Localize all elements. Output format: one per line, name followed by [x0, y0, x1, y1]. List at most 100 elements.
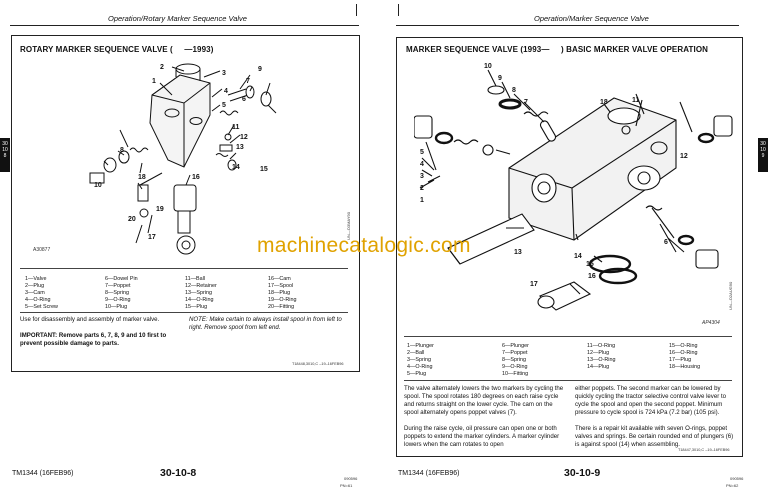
legend-item: 3—Spring	[407, 357, 431, 363]
callout-12: 12	[240, 134, 248, 141]
callout-20: 20	[128, 216, 136, 223]
section-tab-text: 30 10 8	[2, 141, 8, 159]
legend-item: 9—O-Ring	[502, 364, 528, 370]
callout-17: 17	[148, 234, 156, 241]
left-page: Operation/Rotary Marker Sequence Valve 3…	[0, 4, 360, 488]
section-tab: 30 10 8	[0, 138, 10, 172]
callout-13: 13	[514, 249, 522, 256]
legend-item: 14—O-Ring	[185, 297, 214, 303]
repair-kit-paragraph: There is a repair kit available with sev…	[575, 425, 734, 448]
legend-column: 1—Plunger 2—Ball 3—Spring 4—O-Ring 5—Plu…	[407, 343, 434, 378]
section-title: MARKER SEQUENCE VALVE (1993— ) BASIC MAR…	[406, 45, 709, 54]
operation-paragraph: During the raise cycle, oil pressure can…	[404, 425, 560, 448]
callout-3: 3	[222, 70, 226, 77]
legend-rule	[20, 312, 348, 313]
legend-item: 4—O-Ring	[25, 297, 51, 303]
legend-item: 11—O-Ring	[587, 343, 616, 349]
callout-15: 15	[586, 261, 594, 268]
legend-item: 17—Plug	[669, 357, 692, 363]
callout-6: 6	[242, 96, 246, 103]
legend-rule	[20, 268, 348, 269]
section-title: ROTARY MARKER SEQUENCE VALVE ( —1993)	[20, 45, 214, 54]
page-code: T18448,3010,C –19–16FEB96	[292, 362, 344, 366]
figure-frame	[396, 37, 743, 457]
callout-11: 11	[632, 97, 640, 104]
running-head: Operation/Marker Sequence Valve	[534, 14, 649, 23]
watermark: machinecatalogic.com	[257, 234, 471, 257]
callout-7: 7	[246, 78, 250, 85]
section-tab: 30 10 9	[758, 138, 768, 172]
usage-paragraph: Use for disassembly and assembly of mark…	[20, 316, 160, 323]
callout-18: 18	[138, 174, 146, 181]
important-notice: IMPORTANT: Remove parts 6, 7, 8, 9 and 1…	[20, 332, 167, 347]
callout-14: 14	[232, 164, 240, 171]
callout-11: 11	[232, 124, 240, 131]
callout-13: 13	[236, 144, 244, 151]
legend-column: 11—Ball 12—Retainer 13—Spring 14—O-Ring …	[185, 276, 217, 311]
legend-item: 12—Plug	[587, 350, 610, 356]
legend-item: 5—Plug	[407, 371, 427, 377]
callout-7: 7	[524, 99, 528, 106]
callout-8: 8	[512, 87, 516, 94]
legend-item: 16—Cam	[268, 276, 291, 282]
footer-pn: PN=61	[340, 483, 353, 488]
legend-rule	[404, 380, 732, 381]
legend-item: 9—O-Ring	[105, 297, 131, 303]
callout-3: 3	[420, 173, 424, 180]
legend-item: 17—Spool	[268, 283, 294, 289]
figure-code: AP4304	[702, 320, 720, 326]
figure-side-code: UN—O2AUG90	[728, 281, 733, 310]
legend-item: 8—Spring	[502, 357, 526, 363]
callout-15: 15	[260, 166, 268, 173]
legend-item: 2—Plug	[25, 283, 45, 289]
callout-18: 18	[600, 99, 608, 106]
legend-item: 6—Plunger	[502, 343, 529, 349]
legend-column: 6—Dowel Pin 7—Poppet 8—Spring 9—O-Ring 1…	[105, 276, 138, 311]
legend-item: 18—Housing	[669, 364, 701, 370]
callout-10: 10	[94, 182, 102, 189]
footer-manual-id: TM1344 (16FEB96)	[12, 470, 74, 477]
figure-frame	[11, 35, 360, 372]
marker-valve-exploded-view: 10 9 8 7 18 11 6 12 5 4 3 2 1 13 14 15 1…	[414, 63, 733, 311]
callout-5: 5	[420, 149, 424, 156]
callout-1: 1	[152, 78, 156, 85]
legend-item: 14—Plug	[587, 364, 610, 370]
callout-2: 2	[160, 64, 164, 71]
legend-item: 11—Ball	[185, 276, 205, 282]
right-page: Operation/Marker Sequence Valve 30 10 9 …	[384, 0, 768, 497]
callout-16: 16	[192, 174, 200, 181]
legend-item: 19—O-Ring	[268, 297, 297, 303]
legend-item: 10—Plug	[105, 304, 128, 310]
legend-item: 5—Set Screw	[25, 304, 58, 310]
legend-column: 15—O-Ring 16—O-Ring 17—Plug 18—Housing	[669, 343, 700, 371]
rotary-valve-exploded-view: 2 3 1 4 5 6 7 8 9 10 11 12 13 14 15 16 1…	[89, 63, 277, 255]
footer-code: 090596	[344, 476, 358, 481]
callout-2: 2	[420, 185, 424, 192]
legend-item: 6—Dowel Pin	[105, 276, 138, 282]
callout-6: 6	[664, 239, 668, 246]
callout-4: 4	[420, 161, 424, 168]
legend-item: 12—Retainer	[185, 283, 217, 289]
legend-item: 13—Spring	[185, 290, 212, 296]
legend-item: 2—Ball	[407, 350, 425, 356]
legend-item: 16—O-Ring	[669, 350, 698, 356]
crop-mark	[398, 4, 399, 16]
page-code: T18447,3010,C –19–16FEB96	[678, 448, 730, 452]
callout-14: 14	[574, 253, 582, 260]
figure-code: A30877	[33, 247, 51, 253]
legend-rule	[404, 336, 732, 337]
operation-text-left: The valve alternately lowers the two mar…	[404, 385, 564, 457]
footer-pn: PN=62	[726, 483, 739, 488]
legend-column: 11—O-Ring 12—Plug 13—O-Ring 14—Plug	[587, 343, 615, 371]
legend-item: 8—Spring	[105, 290, 129, 296]
callout-17: 17	[530, 281, 538, 288]
callout-9: 9	[498, 75, 502, 82]
legend-item: 1—Plunger	[407, 343, 434, 349]
note-text: NOTE: Make certain to always install spo…	[189, 316, 342, 331]
crop-mark	[356, 4, 357, 16]
callout-10: 10	[484, 63, 492, 70]
callout-8: 8	[120, 147, 124, 154]
section-tab-text: 30 10 9	[760, 141, 766, 159]
footer-page-number: 30-10-9	[564, 467, 601, 479]
operation-paragraph: either poppets. The second marker can be…	[575, 385, 727, 416]
